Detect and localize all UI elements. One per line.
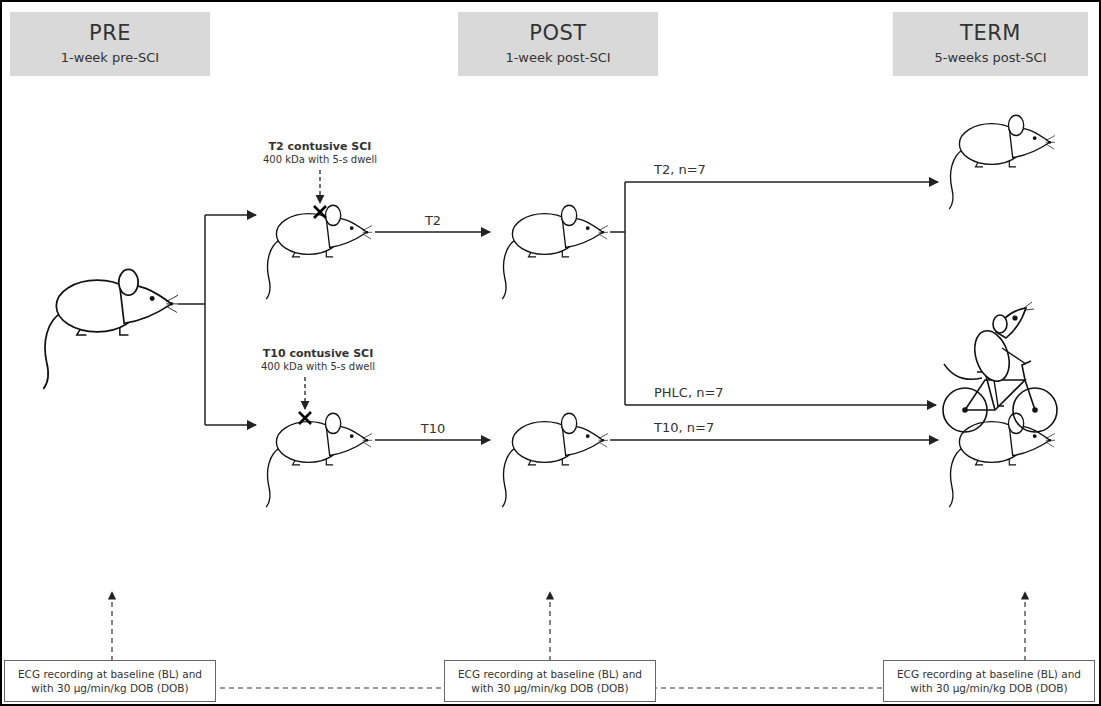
recording-box: ECG recording at baseline (BL) and with … [883,660,1095,702]
injury-cross [299,412,311,424]
injury-label: T10 contusive SCI [261,347,376,360]
injury-detail: 400 kDa with 5-s dwell [259,361,377,373]
recording-box: ECG recording at baseline (BL) and with … [4,660,216,702]
group-label: T2, n=7 [652,162,708,178]
node-heading: ECG recording at baseline (BL) and with … [892,667,1086,695]
injury-arrow [319,170,320,203]
injury-label: T2 contusive SCI [267,140,374,153]
injury-arrow [304,377,305,409]
rat-pre [43,269,178,389]
rat-term-t2 [949,115,1055,209]
flow-arrows [178,182,938,440]
group-label: T10 [419,421,447,437]
node-heading: TERM [960,21,1021,46]
rat-t10-injury [266,413,372,507]
node-heading: PRE [89,21,131,46]
rat-post-t2 [502,205,608,299]
injury-cross [314,206,326,218]
node-heading: POST [529,21,586,46]
recording-box: ECG recording at baseline (BL) and with … [444,660,656,702]
cycling-rat [943,302,1057,432]
timepoint-header: PRE 1-week pre-SCI [10,12,210,76]
node-heading: ECG recording at baseline (BL) and with … [13,667,207,695]
node-body: 1-week post-SCI [505,50,610,67]
rat-post-t10 [502,413,608,507]
rat-t2-injury [266,205,372,299]
timepoint-header: POST 1-week post-SCI [458,12,658,76]
group-label: PHLC, n=7 [652,385,726,401]
timepoint-header: TERM 5-weeks post-SCI [893,12,1088,76]
node-body: 1-week pre-SCI [61,50,159,67]
rat-term-t10 [949,413,1055,507]
group-label: T10, n=7 [652,420,716,436]
node-heading: ECG recording at baseline (BL) and with … [453,667,647,695]
node-body: 5-weeks post-SCI [935,50,1047,67]
group-label: T2 [423,213,443,229]
injury-detail: 400 kDa with 5-s dwell [261,154,379,166]
